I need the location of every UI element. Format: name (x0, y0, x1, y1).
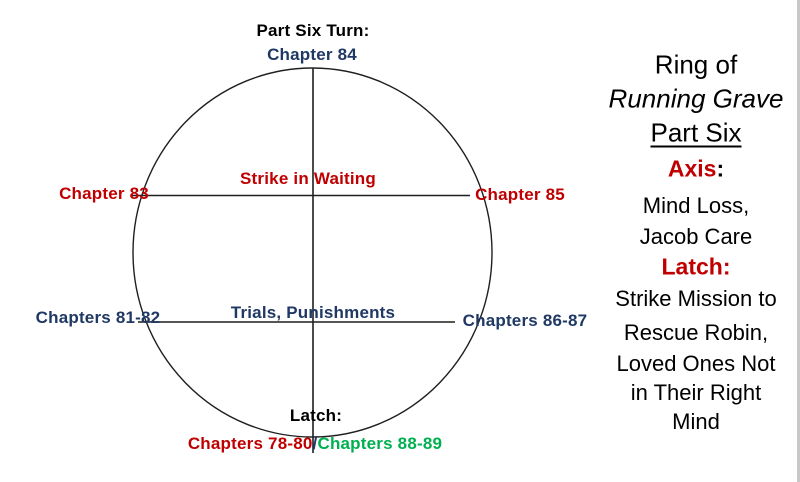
panel-latch-line1: Strike Mission to (615, 286, 777, 311)
panel-latch-heading: Latch: (661, 253, 731, 280)
latch-separator: / (312, 434, 318, 453)
panel-axis-line1: Mind Loss, (642, 193, 750, 218)
latch-label: Latch: (289, 406, 343, 425)
panel-axis-line2: Jacob Care (639, 224, 753, 249)
latch-chapters-line: Chapters 78-80/Chapters 88-89 (188, 434, 442, 454)
panel-latch-line5: Mind (672, 409, 720, 434)
chapter-83-label: Chapter 83 (59, 184, 149, 203)
latch-chapters-right: Chapters 88-89 (317, 434, 443, 453)
panel-title-line1: Ring of (654, 49, 738, 80)
panel-axis-heading-word: Axis (667, 155, 717, 182)
panel-title-line3: Part Six (650, 117, 742, 148)
trials-punishments-label: Trials, Punishments (230, 303, 396, 322)
chapters-81-82-label: Chapters 81-82 (35, 308, 161, 327)
chapter-84-label: Chapter 84 (267, 45, 357, 64)
part-six-turn-label: Part Six Turn: (256, 21, 370, 40)
panel-latch-line4: in Their Right (630, 380, 762, 405)
ring-diagram (132, 67, 493, 453)
slide-edge-divider (797, 0, 800, 482)
panel-axis-heading-colon: : (716, 155, 725, 182)
panel-axis-heading: Axis: (596, 156, 796, 183)
panel-latch-line3: Loved Ones Not (616, 351, 776, 376)
panel-latch-line2: Rescue Robin, (623, 320, 769, 345)
chapter-85-label: Chapter 85 (475, 185, 565, 204)
panel-title-line2: Running Grave (608, 83, 784, 114)
strike-in-waiting-label: Strike in Waiting (240, 169, 376, 188)
latch-chapters-left: Chapters 78-80 (187, 434, 313, 453)
chapters-86-87-label: Chapters 86-87 (462, 311, 588, 330)
